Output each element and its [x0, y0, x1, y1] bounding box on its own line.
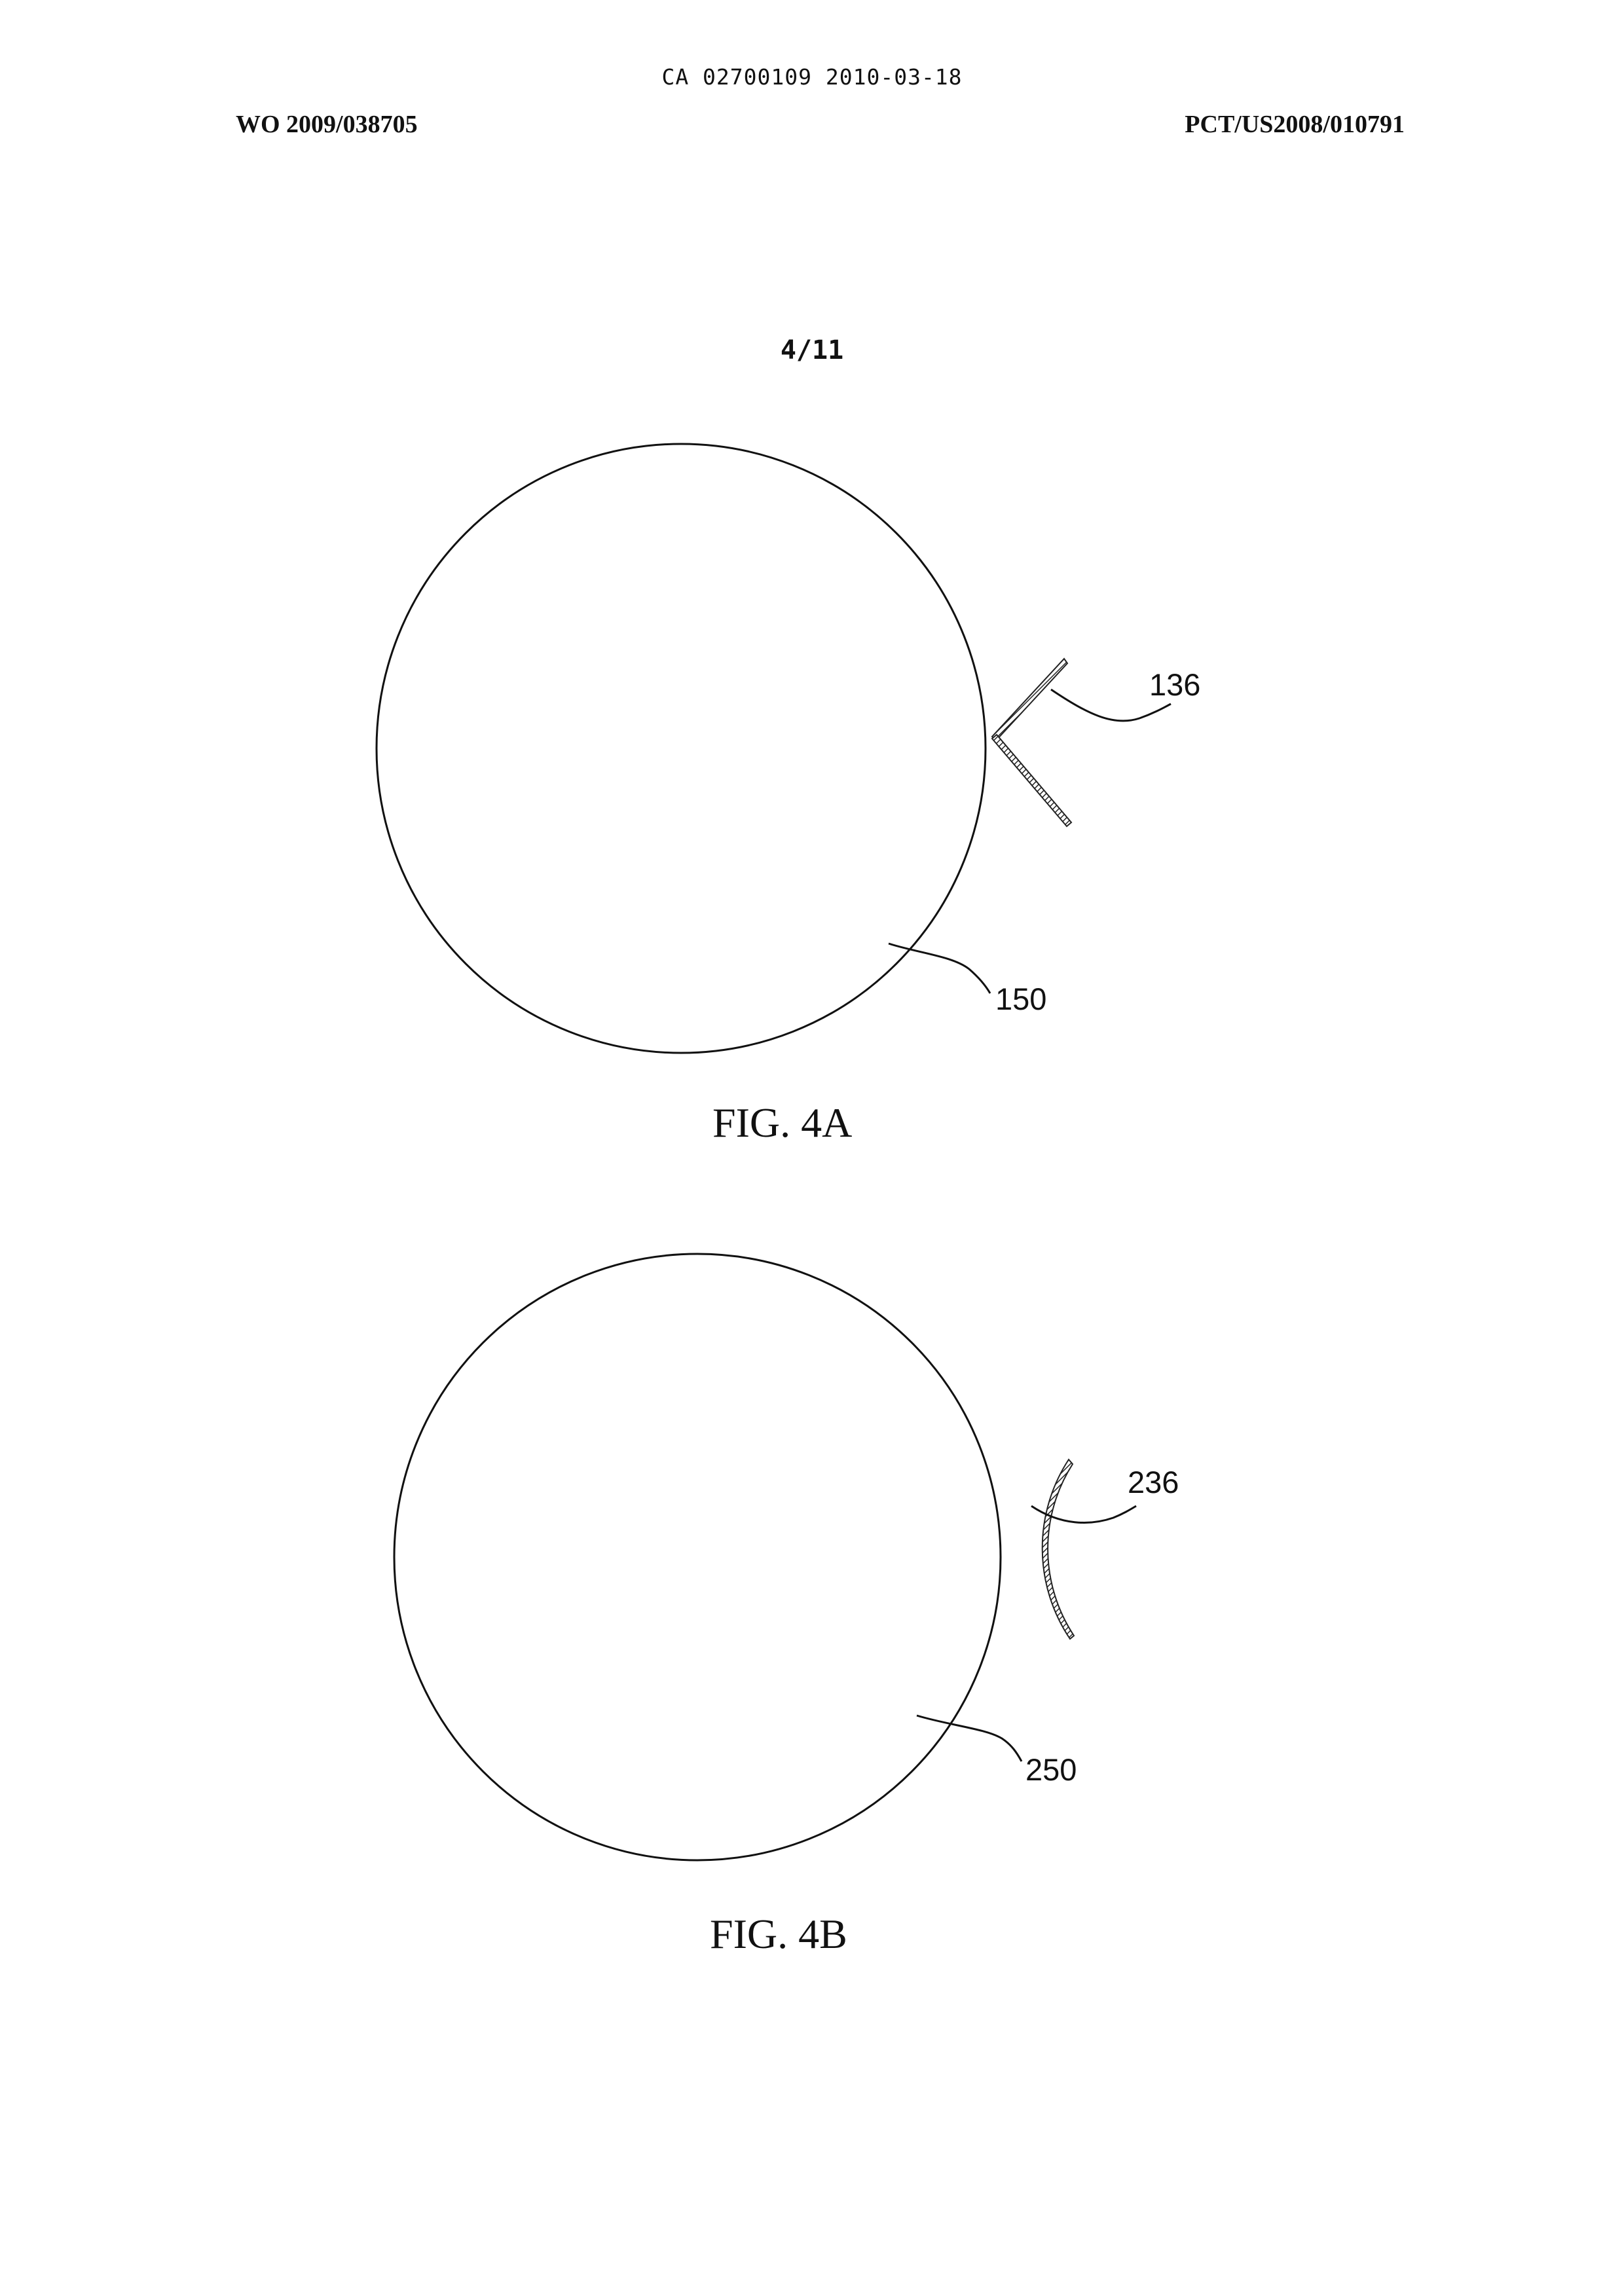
circular-body-150 [377, 444, 986, 1053]
leader-line-150 [889, 944, 990, 993]
figure-4b: 236 250 FIG. 4B [394, 1254, 1179, 1957]
ref-label-236: 236 [1128, 1465, 1179, 1499]
figure-4a: 136 150 FIG. 4A [377, 444, 1200, 1146]
v-shaped-element-136 [992, 659, 1067, 741]
figure-caption-4a: FIG. 4A [712, 1099, 852, 1146]
figure-caption-4b: FIG. 4B [710, 1911, 847, 1957]
curved-element-236 [1043, 1460, 1074, 1639]
ref-label-150: 150 [995, 982, 1046, 1016]
v-shaped-element-136-lower [992, 735, 1071, 826]
ref-label-136: 136 [1149, 667, 1200, 702]
circular-body-250 [394, 1254, 1001, 1860]
ref-label-250: 250 [1025, 1752, 1077, 1787]
leader-line-250 [917, 1716, 1022, 1761]
